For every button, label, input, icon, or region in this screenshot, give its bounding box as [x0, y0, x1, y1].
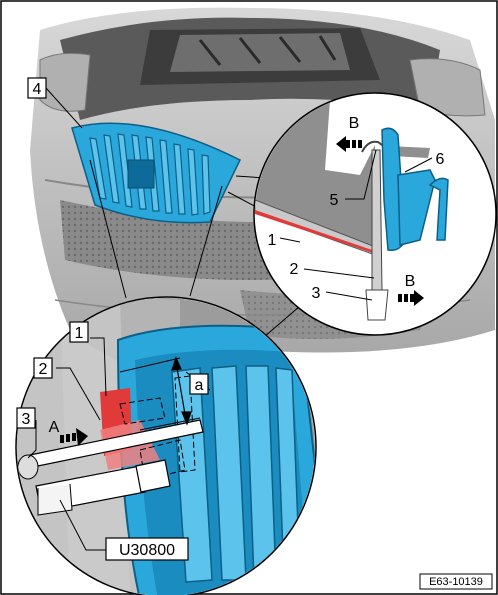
svg-text:1: 1 [75, 325, 84, 342]
svg-text:3: 3 [22, 411, 31, 428]
svg-text:A: A [49, 419, 60, 436]
svg-text:E63-10139: E63-10139 [429, 576, 483, 588]
callout-tool-U30800: U30800 [105, 537, 189, 561]
tool-U30800 [17, 419, 204, 516]
svg-text:4: 4 [33, 81, 42, 98]
grille-part-4 [71, 122, 241, 224]
svg-text:2: 2 [290, 261, 299, 278]
svg-text:1: 1 [268, 232, 277, 249]
callout-4: 4 [27, 77, 47, 99]
detail-callout-6: 6 [436, 151, 445, 168]
detail-callout-2: 2 [290, 261, 299, 278]
detail-callout-B-bottom: B [405, 273, 416, 290]
callout-1: 1 [69, 321, 89, 343]
detail-callout-1: 1 [268, 232, 277, 249]
svg-text:U30800: U30800 [119, 542, 175, 559]
callout-2: 2 [33, 357, 53, 379]
dimension-a [119, 356, 201, 431]
svg-text:5: 5 [330, 192, 339, 209]
detail-circle [253, 92, 497, 336]
svg-text:3: 3 [312, 285, 321, 302]
arrow-B-top [336, 136, 362, 152]
figure-reference: E63-10139 [419, 573, 493, 590]
callout-a: a [189, 373, 209, 395]
svg-text:6: 6 [436, 151, 445, 168]
detail-callout-3: 3 [312, 285, 321, 302]
callout-3: 3 [16, 407, 36, 429]
arrow-A [60, 428, 88, 446]
arrow-B-bottom [398, 290, 424, 306]
detail-callout-5: 5 [330, 192, 339, 209]
svg-text:2: 2 [39, 361, 48, 378]
detail-callout-B-top: B [349, 115, 360, 132]
callout-A: A [49, 419, 60, 436]
svg-text:a: a [195, 377, 204, 394]
svg-text:B: B [405, 273, 416, 290]
svg-text:B: B [349, 115, 360, 132]
